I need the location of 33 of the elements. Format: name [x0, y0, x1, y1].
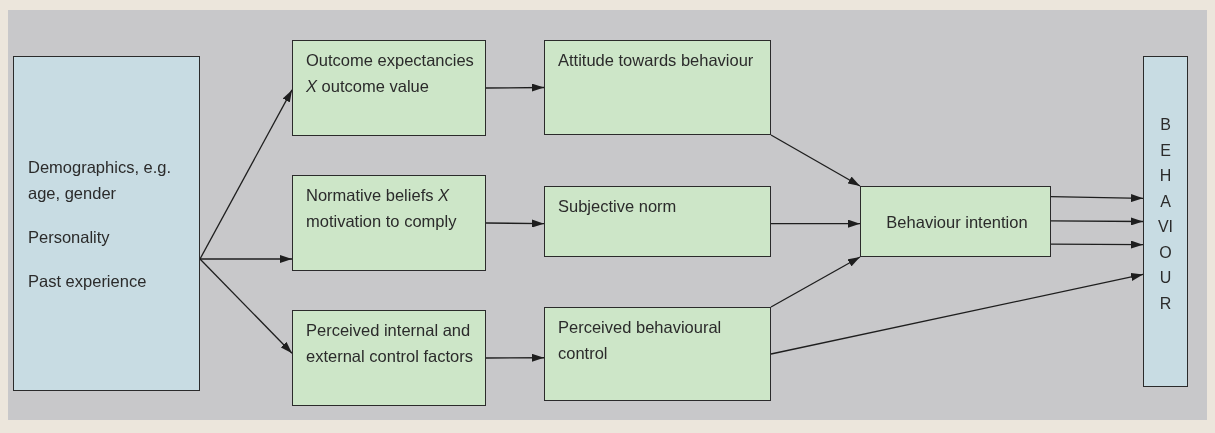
arrow	[1050, 217, 1144, 226]
node-label: Behaviour intention	[886, 211, 1028, 233]
arrow	[485, 353, 545, 362]
arrow	[485, 219, 545, 228]
process-box	[292, 175, 486, 271]
node-label: Normative beliefs X motivation to comply	[306, 185, 458, 232]
process-box	[292, 40, 486, 136]
node-label: Subjective norm	[558, 196, 677, 217]
process-box	[544, 186, 771, 257]
node-label: Demographics, e.g. age, gender	[28, 156, 173, 204]
arrow	[1050, 194, 1144, 203]
process-box	[544, 40, 771, 135]
process-box	[292, 310, 486, 406]
arrow	[770, 273, 1144, 355]
arrow	[199, 255, 293, 263]
arrow	[1050, 240, 1144, 249]
process-box	[860, 186, 1051, 257]
arrow	[770, 219, 861, 228]
arrow	[770, 256, 861, 308]
process-box	[13, 56, 200, 391]
node-label: Personality	[28, 226, 110, 248]
node-label: Outcome expectancies X outcome value	[306, 50, 475, 97]
process-box	[544, 307, 771, 401]
node-label: Attitude towards behaviour	[558, 50, 754, 71]
node-label: Perceived internal and external control factors	[306, 320, 474, 367]
node-label: Perceived behavioural control	[558, 317, 723, 364]
arrow	[199, 89, 293, 260]
node-label: Past experience	[28, 270, 147, 292]
arrow	[770, 134, 861, 187]
arrow	[199, 258, 293, 354]
process-box	[1143, 56, 1188, 387]
node-label: BEHAVIOUR	[1157, 115, 1174, 314]
arrow	[485, 83, 545, 92]
